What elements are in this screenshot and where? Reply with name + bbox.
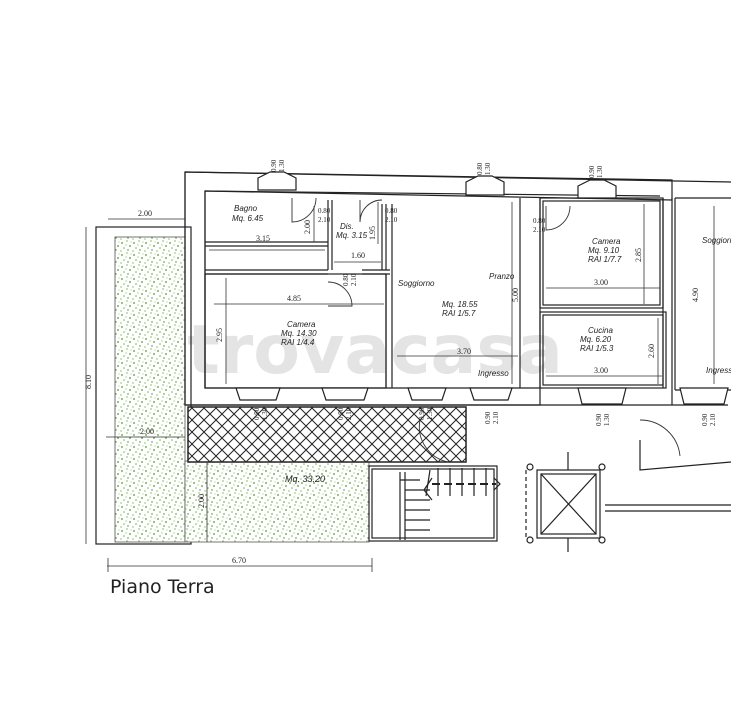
opening-d-camera-left-bottom-b: 2.10 [345, 407, 353, 420]
opening-d-bagno-b: 2.10 [318, 216, 331, 224]
dim-garden-height: 8.10 [84, 375, 93, 389]
opening-d-camera-right-a: 0.80 [533, 217, 546, 225]
dim-cucina-height: 2.60 [647, 344, 656, 358]
opening-d-camera-left-a: 0.80 [342, 273, 350, 286]
opening-w-cucina-bottom-a: 0.90 [595, 413, 603, 426]
opening-d-ingresso-b: 2.10 [492, 411, 500, 424]
door-swings [291, 197, 681, 463]
room-bagno-area: Mq. 6.45 [232, 214, 264, 223]
room-living-ratio: RAI 1/5.7 [442, 309, 476, 318]
dim-soggiorno-next-height: 4.90 [691, 288, 700, 302]
room-ingresso-name: Ingresso [478, 369, 509, 378]
room-pranzo-name: Pranzo [489, 272, 515, 281]
opening-d-ingresso-a: 0.90 [484, 411, 492, 424]
dimension-labels: 2.00 2.00 8.10 2.00 6.70 3.15 2.00 1.60 … [84, 209, 700, 565]
room-cucina-name: Cucina [588, 326, 613, 335]
floor-title: Piano Terra [110, 576, 215, 598]
room-camera-right-ratio: RAI 1/7.7 [588, 255, 622, 264]
opening-w-bagno-b: 1.30 [278, 159, 286, 172]
room-ingresso-next-name: Ingresso [706, 366, 731, 375]
room-camera-left-name: Camera [287, 320, 316, 329]
opening-w-living-top-b: 1.30 [484, 162, 492, 175]
room-camera-left-ratio: RAI 1/4.4 [281, 338, 315, 347]
dim-garden-mid-width: 2.00 [140, 427, 154, 436]
room-soggiorno-name: Soggiorno [398, 279, 435, 288]
dim-bagno-height: 2.00 [303, 220, 312, 234]
opening-w-camera-right-top-a: 0.90 [588, 165, 596, 178]
room-dis-area: Mq. 3.15 [336, 231, 368, 240]
opening-w-camera-left-bottom-a: 0.90 [253, 407, 261, 420]
room-cucina-area: Mq. 6.20 [580, 335, 612, 344]
window-symbols [235, 171, 729, 405]
lift-shaft [525, 440, 731, 552]
dim-camera-left-width: 4.85 [287, 294, 301, 303]
room-dis-name: Dis. [340, 222, 354, 231]
room-camera-right-area: Mq. 9.10 [588, 246, 620, 255]
opening-w-cucina-bottom-b: 1.30 [603, 413, 611, 426]
dim-overall-width: 6.70 [232, 556, 246, 565]
dim-dis-height: 1.95 [368, 226, 377, 240]
stairs [368, 465, 501, 542]
dim-garden-top-width: 2.00 [138, 209, 152, 218]
opening-w-bagno-a: 0.90 [270, 159, 278, 172]
dim-camera-right-width: 3.00 [594, 278, 608, 287]
dim-dis-width: 1.60 [351, 251, 365, 260]
opening-w-living-bottom-a: 0.90 [418, 407, 426, 420]
watermark: trovacasa [187, 311, 563, 390]
opening-d-camera-left-bottom-a: 0.90 [337, 407, 345, 420]
room-labels: Bagno Mq. 6.45 Dis. Mq. 3.15 Camera Mq. … [232, 204, 731, 484]
dim-living-height: 5.00 [511, 288, 520, 302]
dim-living-width: 3.70 [457, 347, 471, 356]
opening-d-bagno-a: 0.80 [318, 207, 331, 215]
opening-d-camera-left-b: 2.10 [350, 273, 358, 286]
opening-d-ingresso-next-a: 0.90 [701, 413, 709, 426]
dimension-lines [85, 202, 715, 572]
dim-camera-left-height: 2.95 [215, 328, 224, 342]
room-camera-right-name: Camera [592, 237, 621, 246]
opening-w-living-bottom-b: 1.30 [426, 407, 434, 420]
room-soggiorno-next-name: Soggiorno [702, 236, 731, 245]
opening-d-dis-a: 0.80 [385, 207, 398, 215]
opening-w-living-top-a: 0.80 [476, 162, 484, 175]
room-camera-left-area: Mq. 14.30 [281, 329, 317, 338]
opening-d-ingresso-next-b: 2.10 [709, 413, 717, 426]
dim-garden-lower-height: 2.00 [197, 494, 206, 508]
opening-labels: 0.90 1.30 0.80 1.30 0.90 1.30 0.80 2.10 … [253, 159, 717, 426]
interior-walls [204, 197, 731, 405]
opening-w-camera-left-bottom-b: 1.30 [261, 407, 269, 420]
dim-bagno-width: 3.15 [256, 234, 270, 243]
dim-cucina-width: 3.00 [594, 366, 608, 375]
room-living-area: Mq. 18.55 [442, 300, 478, 309]
dim-camera-right-height: 2.85 [634, 248, 643, 262]
room-cucina-ratio: RAI 1/5.3 [580, 344, 614, 353]
garden-area: Mq. 33.20 [285, 474, 325, 484]
opening-w-camera-right-top-b: 1.30 [596, 165, 604, 178]
opening-d-dis-b: 2.10 [385, 216, 398, 224]
garden [95, 226, 370, 545]
opening-d-camera-right-b: 2.10 [533, 226, 546, 234]
room-bagno-name: Bagno [234, 204, 258, 213]
